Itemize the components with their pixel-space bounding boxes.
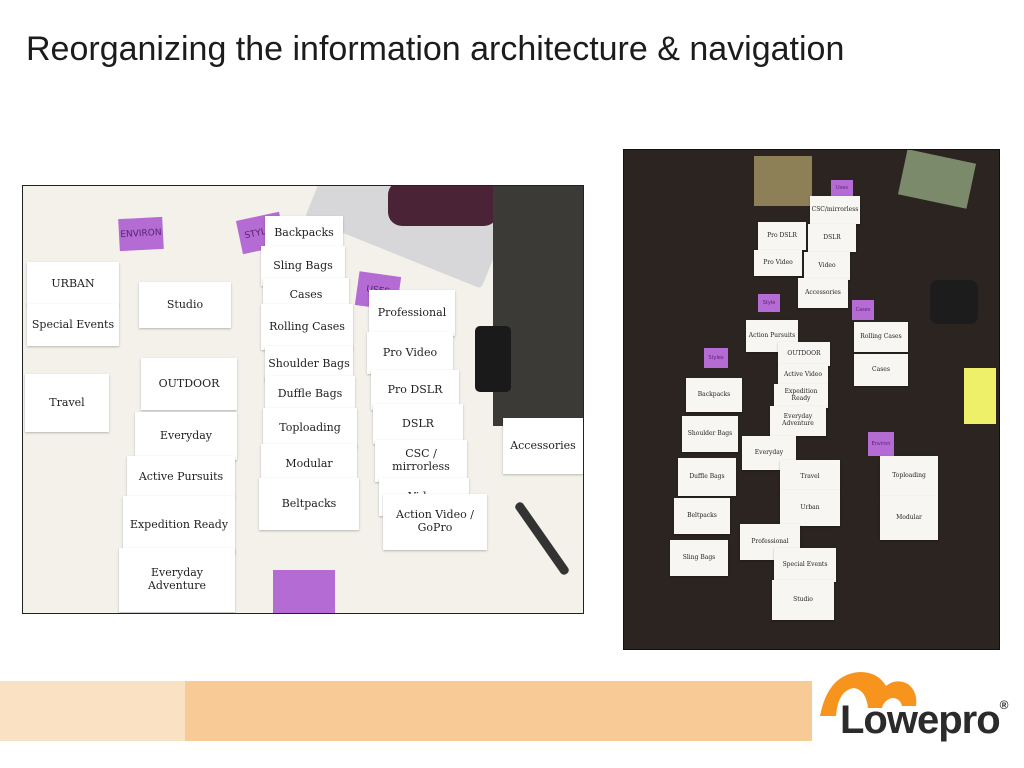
card-dslr: DSLR bbox=[808, 224, 856, 252]
sticky-note-environ: Environ bbox=[868, 432, 894, 456]
card-everyday-adventure: Everyday Adventure bbox=[119, 548, 235, 612]
card-cases: Cases bbox=[854, 354, 908, 386]
card-dslr: DSLR bbox=[373, 404, 463, 444]
card-pro-dslr: Pro DSLR bbox=[758, 222, 806, 250]
card-travel: Travel bbox=[780, 460, 840, 494]
smartphone bbox=[475, 326, 511, 392]
yellow-sticky-notes bbox=[964, 368, 996, 424]
card-urban: URBAN bbox=[27, 262, 119, 306]
card-active-pursuits: Active Pursuits bbox=[127, 456, 235, 498]
card-active-video: Active Video bbox=[778, 364, 828, 386]
card-travel: Travel bbox=[25, 374, 109, 432]
card-action-video-gopro: Action Video / GoPro bbox=[383, 494, 487, 550]
card-pro-video: Pro Video bbox=[367, 332, 453, 374]
marker-pen bbox=[513, 500, 571, 577]
card-beltpacks: Beltpacks bbox=[674, 498, 730, 534]
logo-registered-mark: ® bbox=[999, 698, 1009, 712]
card-toploading: Toploading bbox=[263, 408, 357, 448]
card-pro-video: Pro Video bbox=[754, 250, 802, 276]
card-sling-bags: Sling Bags bbox=[670, 540, 728, 576]
dark-cloth bbox=[388, 186, 498, 226]
card-everyday-adventure: Everyday Adventure bbox=[770, 406, 826, 436]
logo-mountain-mark bbox=[820, 672, 917, 716]
card-special-events: Special Events bbox=[27, 304, 119, 346]
sticky-note-styles: Styles bbox=[704, 348, 728, 368]
logo-wordmark: Lowepro bbox=[840, 698, 1001, 742]
card-modular: Modular bbox=[261, 444, 357, 484]
card-rolling-cases: Rolling Cases bbox=[261, 304, 353, 350]
card-sort-photo-table: ENVIRON URBAN Special Events Studio Trav… bbox=[22, 185, 584, 614]
sticky-note-uses: Uses bbox=[831, 180, 853, 196]
card-rolling-cases: Rolling Cases bbox=[854, 322, 908, 352]
card-expedition-ready: Expedition Ready bbox=[123, 496, 235, 554]
sticky-note-blank bbox=[273, 570, 335, 613]
sticky-note-environ: ENVIRON bbox=[118, 216, 164, 252]
footer-bar bbox=[185, 681, 812, 741]
card-professional: Professional bbox=[369, 290, 455, 336]
wooden-box bbox=[754, 156, 812, 206]
card-shoulder-bags: Shoulder Bags bbox=[682, 416, 738, 452]
card-urban: Urban bbox=[780, 490, 840, 526]
card-outdoor: OUTDOOR bbox=[778, 342, 830, 366]
sticky-note-cases: Cases bbox=[852, 300, 874, 320]
lowepro-logo: Lowepro® bbox=[818, 666, 1008, 746]
card-csc-mirrorless: CSC/mirrorless bbox=[810, 196, 860, 224]
card-professional: Professional bbox=[740, 524, 800, 560]
card-accessories: Accessories bbox=[798, 278, 848, 308]
slide-title: Reorganizing the information architectur… bbox=[26, 30, 845, 68]
footer-bar-light bbox=[0, 681, 185, 741]
card-outdoor: OUTDOOR bbox=[141, 358, 237, 410]
card-video: Video bbox=[804, 252, 850, 280]
card-toploading: Toploading bbox=[880, 456, 938, 496]
card-sort-photo-floor: Uses CSC/mirrorless Pro DSLR DSLR Pro Vi… bbox=[623, 149, 1000, 650]
card-pro-dslr: Pro DSLR bbox=[371, 370, 459, 410]
card-studio: Studio bbox=[772, 580, 834, 620]
card-modular: Modular bbox=[880, 496, 938, 540]
telephone bbox=[930, 280, 978, 324]
card-beltpacks: Beltpacks bbox=[259, 478, 359, 530]
card-backpacks: Backpacks bbox=[265, 216, 343, 250]
card-accessories: Accessories bbox=[503, 418, 583, 474]
card-special-events: Special Events bbox=[774, 548, 836, 582]
notebook bbox=[897, 150, 977, 209]
sticky-note-style: Style bbox=[758, 294, 780, 312]
card-duffle-bags: Duffle Bags bbox=[265, 376, 355, 412]
card-csc-mirrorless: CSC / mirrorless bbox=[375, 440, 467, 482]
card-expedition-ready: Expedition Ready bbox=[774, 384, 828, 408]
card-everyday: Everyday bbox=[135, 412, 237, 460]
card-studio: Studio bbox=[139, 282, 231, 328]
card-duffle-bags: Duffle Bags bbox=[678, 458, 736, 496]
card-backpacks: Backpacks bbox=[686, 378, 742, 412]
